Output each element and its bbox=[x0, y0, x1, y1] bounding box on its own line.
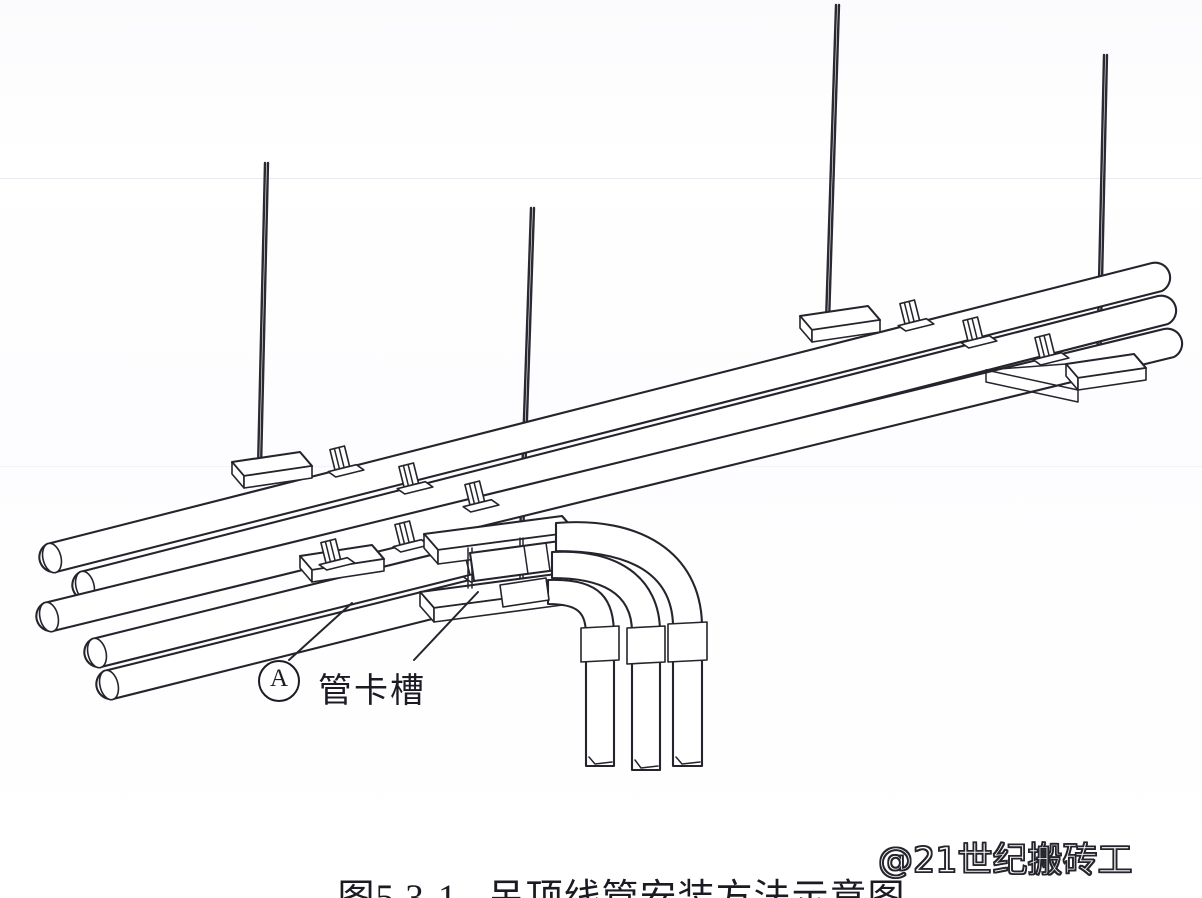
support-channel bbox=[230, 450, 314, 489]
figure-title: 吊顶线管安装方法示意图 bbox=[488, 878, 906, 898]
conduit-drop bbox=[554, 521, 708, 768]
callout-label-pipe-clamp-channel: 管卡槽 bbox=[318, 671, 426, 711]
hanger-rod bbox=[256, 161, 267, 470]
figure-caption: 图5.3-1 吊顶线管安装方法示意图 bbox=[0, 824, 1202, 898]
hanger-rod bbox=[824, 3, 838, 324]
conduit-drop bbox=[550, 550, 666, 772]
conduit-pipe bbox=[38, 261, 1172, 574]
callout-leader-lines bbox=[288, 591, 479, 661]
support-channel bbox=[798, 304, 882, 343]
watermark-text: @21世纪搬砖工 bbox=[877, 840, 1133, 882]
leader-line-clamp bbox=[413, 591, 479, 661]
callout-marker-a: A bbox=[258, 660, 300, 702]
figure-number: 图5.3-1 bbox=[337, 878, 457, 898]
hanger-rod bbox=[259, 161, 270, 470]
hanger-rod bbox=[827, 3, 841, 324]
conduit-drop bbox=[546, 578, 620, 768]
hanger-rod-group bbox=[256, 3, 1109, 540]
leader-line-A bbox=[288, 602, 353, 661]
vertical-drop-conduits bbox=[546, 521, 708, 772]
conduit-stub bbox=[499, 577, 550, 608]
support-channel bbox=[985, 352, 1148, 403]
